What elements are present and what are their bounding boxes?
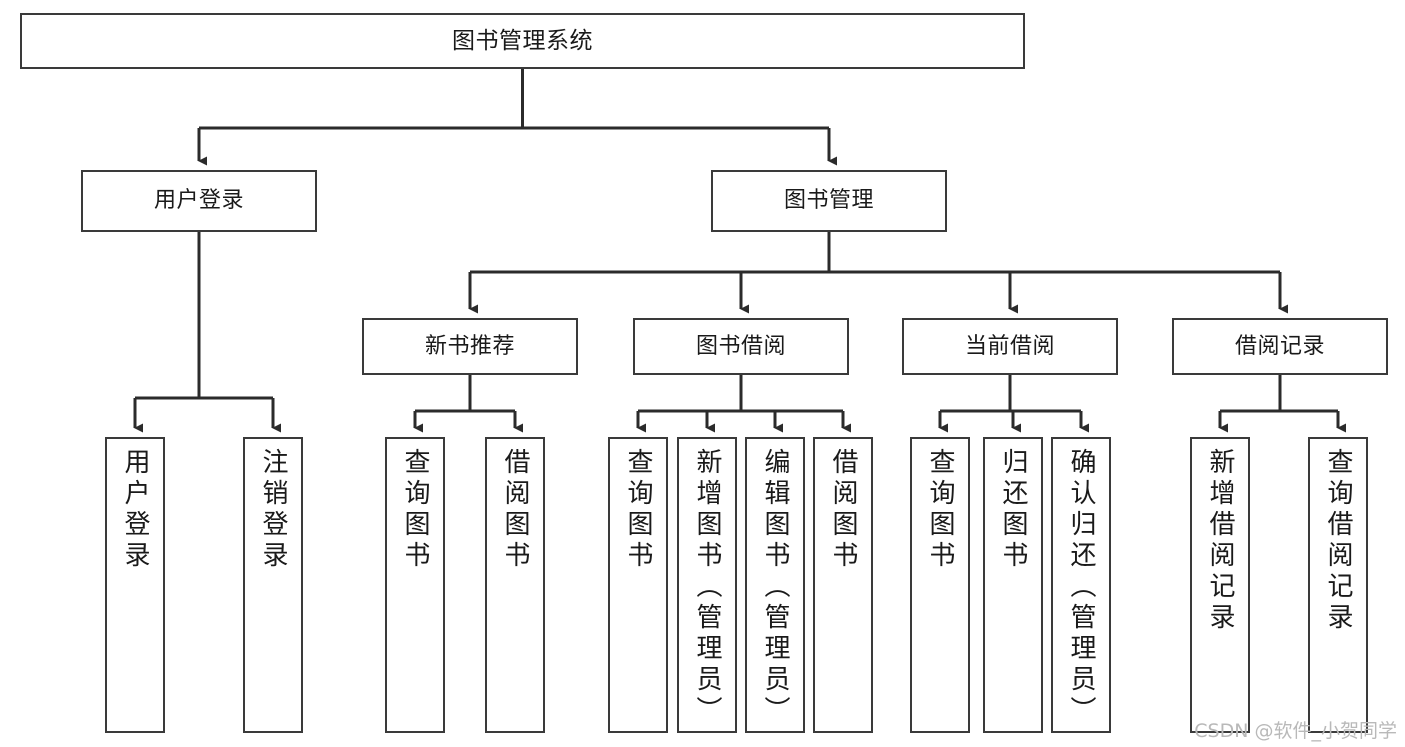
node-leaf-user-login[interactable]: 用户登录 (105, 437, 165, 733)
node-label: 用户登录 (120, 448, 150, 572)
node-label: 查询借阅记录 (1323, 448, 1353, 634)
node-leaf-borrow-book[interactable]: 借阅图书 (813, 437, 873, 733)
node-label: 查询图书 (623, 448, 653, 572)
node-label: 确认归还（管理员） (1066, 448, 1096, 727)
node-book-manage[interactable]: 图书管理 (711, 170, 947, 232)
node-label: 归还图书 (998, 448, 1028, 572)
node-new-book-recommend[interactable]: 新书推荐 (362, 318, 578, 375)
node-label: 新增借阅记录 (1205, 448, 1235, 634)
node-label: 新增图书（管理员） (692, 448, 722, 727)
node-leaf-query-book-bor[interactable]: 查询图书 (608, 437, 668, 733)
node-leaf-borrow-book-rec[interactable]: 借阅图书 (485, 437, 545, 733)
node-leaf-edit-book[interactable]: 编辑图书（管理员） (745, 437, 805, 733)
node-label: 当前借阅 (964, 333, 1055, 359)
node-label: 图书借阅 (695, 333, 786, 359)
node-label: 借阅图书 (500, 448, 530, 572)
node-label: 借阅图书 (828, 448, 858, 572)
node-label: 编辑图书（管理员） (760, 448, 790, 727)
node-leaf-query-book-cur[interactable]: 查询图书 (910, 437, 970, 733)
node-label: 图书管理 (783, 188, 874, 214)
node-borrow-record[interactable]: 借阅记录 (1172, 318, 1388, 375)
node-leaf-add-book[interactable]: 新增图书（管理员） (677, 437, 737, 733)
node-label: 查询图书 (925, 448, 955, 572)
node-label: 查询图书 (400, 448, 430, 572)
node-label: 借阅记录 (1234, 333, 1325, 359)
node-leaf-return-book[interactable]: 归还图书 (983, 437, 1043, 733)
node-label: 新书推荐 (424, 333, 515, 359)
node-label: 图书管理系统 (452, 27, 593, 54)
node-current-borrow[interactable]: 当前借阅 (902, 318, 1118, 375)
node-leaf-logout[interactable]: 注销登录 (243, 437, 303, 733)
node-label: 注销登录 (258, 448, 288, 572)
node-root[interactable]: 图书管理系统 (20, 13, 1025, 69)
node-leaf-confirm-return[interactable]: 确认归还（管理员） (1051, 437, 1111, 733)
node-user-login[interactable]: 用户登录 (81, 170, 317, 232)
node-book-borrow[interactable]: 图书借阅 (633, 318, 849, 375)
node-leaf-query-record[interactable]: 查询借阅记录 (1308, 437, 1368, 733)
node-leaf-add-record[interactable]: 新增借阅记录 (1190, 437, 1250, 733)
node-leaf-query-book-rec[interactable]: 查询图书 (385, 437, 445, 733)
node-label: 用户登录 (153, 188, 244, 214)
